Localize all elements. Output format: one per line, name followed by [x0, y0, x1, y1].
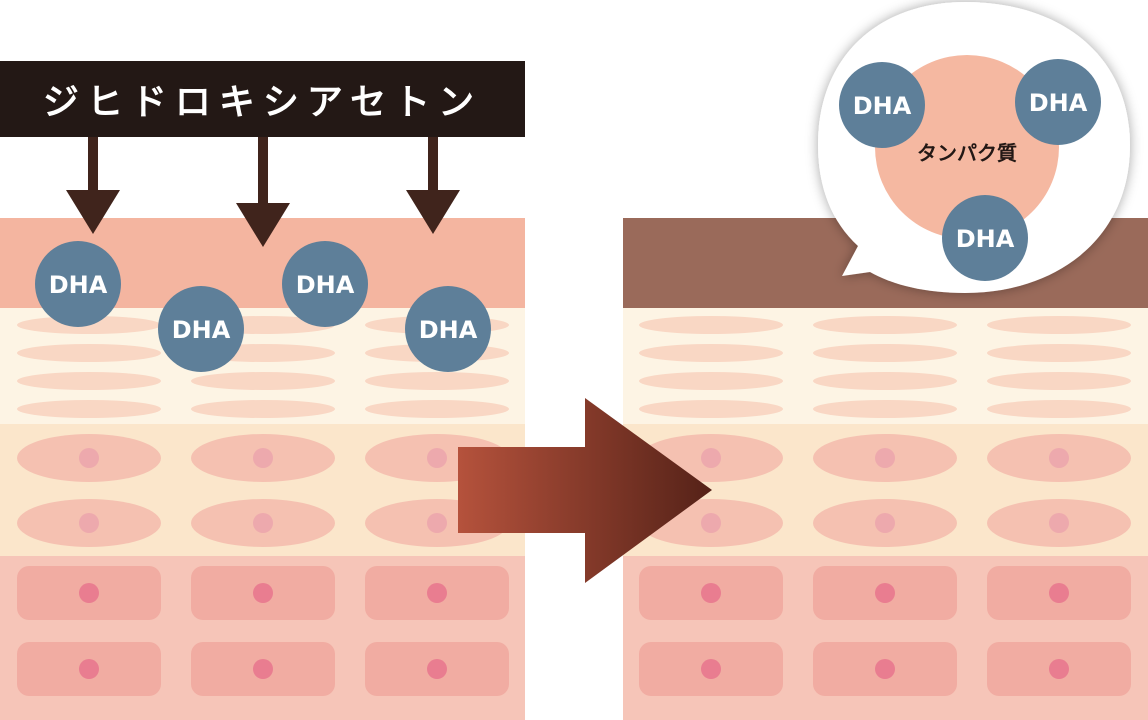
corneum-cell [639, 372, 783, 390]
dha-molecule: DHA [158, 286, 244, 372]
dha-molecule: DHA [1015, 59, 1101, 145]
stratum-corneum-cells [639, 316, 1131, 418]
granular-nucleus [875, 448, 895, 468]
dha-label: DHA [853, 92, 912, 120]
basal-nucleus [701, 583, 721, 603]
dha-label: DHA [296, 271, 355, 299]
reactant-banner [0, 61, 525, 137]
corneum-cell [17, 344, 161, 362]
corneum-cell [17, 400, 161, 418]
basal-cells [639, 566, 1131, 696]
granular-nucleus [253, 448, 273, 468]
corneum-cell [987, 400, 1131, 418]
corneum-cell [987, 316, 1131, 334]
granular-nucleus [875, 513, 895, 533]
corneum-cell [639, 316, 783, 334]
corneum-cell [365, 400, 509, 418]
granular-nucleus [1049, 513, 1069, 533]
basal-nucleus [701, 659, 721, 679]
basal-nucleus [427, 659, 447, 679]
granular-nucleus [427, 513, 447, 533]
down-arrow-icon [236, 137, 290, 247]
dha-molecule: DHA [282, 241, 368, 327]
dha-molecules-before: DHA DHA DHA DHA [35, 241, 491, 372]
corneum-cell [813, 372, 957, 390]
basal-nucleus [253, 583, 273, 603]
protein-label: タンパク質 [917, 141, 1017, 165]
corneum-cell [17, 372, 161, 390]
basal-nucleus [1049, 659, 1069, 679]
dha-label: DHA [419, 316, 478, 344]
basal-nucleus [79, 659, 99, 679]
corneum-cell [813, 316, 957, 334]
granular-nucleus [79, 448, 99, 468]
corneum-cell [987, 372, 1131, 390]
dha-label: DHA [172, 316, 231, 344]
basal-nucleus [253, 659, 273, 679]
basal-nucleus [79, 583, 99, 603]
corneum-cell [813, 400, 957, 418]
corneum-cell [639, 400, 783, 418]
granular-cells [17, 434, 509, 547]
dha-molecule: DHA [35, 241, 121, 327]
granular-nucleus [79, 513, 99, 533]
dha-molecule: DHA [405, 286, 491, 372]
corneum-cell [365, 372, 509, 390]
corneum-cell [191, 372, 335, 390]
reactant-label: ジヒドロキシアセトン [42, 82, 483, 123]
dha-molecule: DHA [942, 195, 1028, 281]
granular-nucleus [253, 513, 273, 533]
right-arrow-icon [458, 398, 712, 583]
penetration-arrows [66, 137, 460, 247]
basal-nucleus [875, 583, 895, 603]
granular-nucleus [427, 448, 447, 468]
corneum-cell [639, 344, 783, 362]
down-arrow-icon [66, 137, 120, 234]
corneum-cell [191, 400, 335, 418]
corneum-cell [987, 344, 1131, 362]
protein-dha-complex: タンパク質 DHA DHA DHA [839, 55, 1101, 281]
dha-label: DHA [956, 225, 1015, 253]
granular-nucleus [701, 448, 721, 468]
basal-nucleus [875, 659, 895, 679]
granular-nucleus [1049, 448, 1069, 468]
basal-nucleus [1049, 583, 1069, 603]
basal-nucleus [427, 583, 447, 603]
basal-cells [17, 566, 509, 696]
dha-label: DHA [1029, 89, 1088, 117]
granular-nucleus [701, 513, 721, 533]
granular-cells [639, 434, 1131, 547]
corneum-cell [813, 344, 957, 362]
down-arrow-icon [406, 137, 460, 234]
skin-after [623, 218, 1148, 720]
dha-molecule: DHA [839, 62, 925, 148]
dha-label: DHA [49, 271, 108, 299]
